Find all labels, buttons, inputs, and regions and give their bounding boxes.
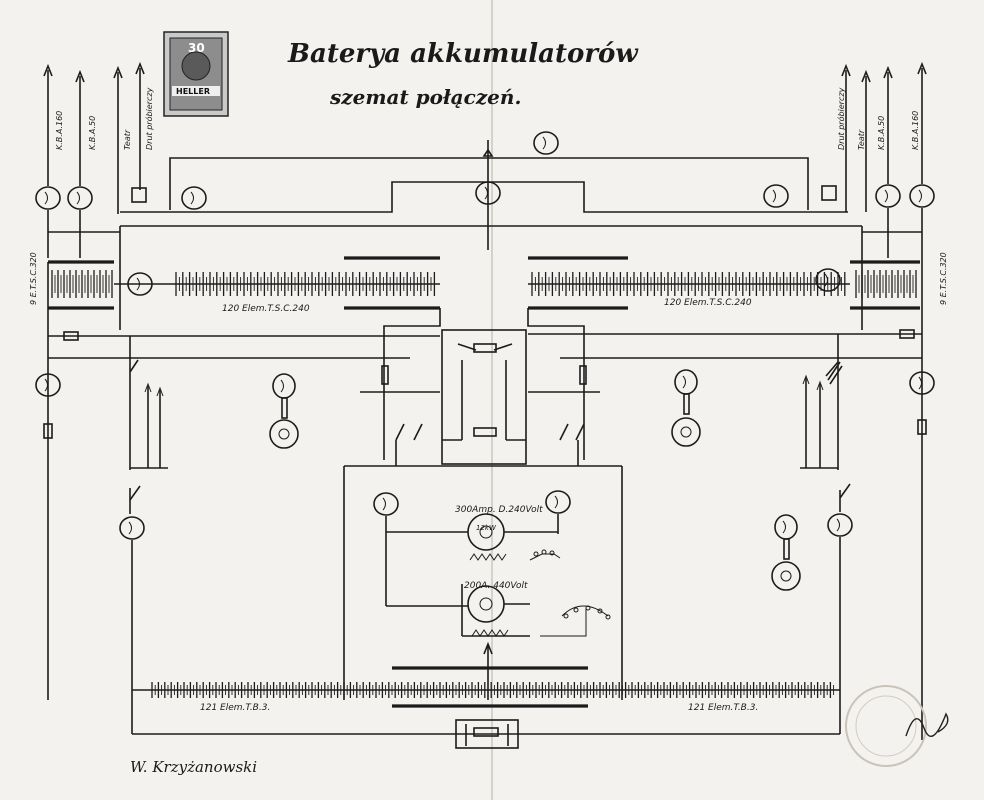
right-feeders: [821, 61, 927, 258]
upper-battery-cells: [51, 270, 917, 298]
stamp-currency: HELLER: [176, 87, 210, 96]
left-label-drut: Drut próbierczy: [144, 87, 154, 150]
left-label-kba160: K.B.A.160: [55, 111, 64, 150]
dial-instrument: [771, 514, 801, 591]
right-switch-group: [800, 334, 851, 512]
meter-icon: [763, 184, 789, 208]
fuse: [43, 423, 53, 439]
meter-icon: [119, 516, 145, 540]
meter-icon: [875, 184, 901, 208]
bottom-switch-block: [455, 719, 519, 749]
fuse: [917, 419, 927, 435]
dial-instrument: [269, 373, 299, 449]
meter-icon: [67, 186, 93, 210]
right-label-teatr: Teatr: [857, 129, 866, 150]
meter-icon: [181, 186, 207, 210]
lower-battery-cells: [151, 682, 835, 698]
top-meters: [35, 131, 935, 210]
meter-icon: [533, 131, 559, 155]
stamp-value: 30: [188, 41, 205, 55]
meter-icon: [827, 513, 853, 537]
meter-icon: [545, 490, 571, 514]
machine-label-2: 200A. 440Volt: [464, 581, 528, 591]
battery-label-upper-left: 120 Elem.T.S.C.240: [222, 304, 310, 314]
upper-battery-bars: [48, 256, 920, 310]
machine-label-1: 300Amp. D.240Volt: [455, 505, 543, 515]
right-label-drut: Drut próbierczy: [836, 87, 846, 150]
meter-icon: [475, 181, 501, 205]
signature: W. Krzyżanowski: [130, 758, 257, 776]
official-seal: [845, 685, 927, 767]
inspector-mark: [905, 712, 949, 738]
main-buses: [47, 226, 923, 740]
right-label-kba160: K.B.A.160: [911, 111, 920, 150]
rheostat: [529, 549, 611, 637]
meter-icon: [35, 373, 61, 397]
battery-label-lower-right: 121 Elem.T.B.3.: [688, 703, 758, 713]
left-label-tsc: 9 E.T.S.C.320: [29, 252, 38, 305]
battery-label-upper-right: 120 Elem.T.S.C.240: [664, 298, 752, 308]
right-label-tsc: 9 E.T.S.C.320: [939, 252, 948, 305]
central-switchboard: [343, 308, 623, 700]
meter-icon: [373, 492, 399, 516]
left-label-teatr: Teatr: [123, 129, 132, 150]
meter-icon: [35, 186, 61, 210]
meter-icon: [909, 371, 935, 395]
meter-icon: [815, 268, 841, 292]
left-switch-group: [129, 336, 168, 514]
tax-stamp: 30 HELLER: [163, 31, 229, 117]
meter-icon: [127, 272, 153, 296]
meter-icon: [909, 184, 935, 208]
machine-rating-1: 12kW: [476, 524, 497, 532]
battery-label-lower-left: 121 Elem.T.B.3.: [200, 703, 270, 713]
title-line1: Baterya akkumulatorów: [287, 39, 639, 69]
left-label-kba50: K.B.A.50: [88, 116, 97, 150]
dynamo-machine-2: [386, 584, 530, 637]
title-line2: szemat połączeń.: [329, 85, 521, 109]
dynamo-machine-1: [386, 513, 558, 561]
left-feeders: [43, 61, 147, 258]
dial-instrument: [671, 369, 701, 447]
right-label-kba50: K.B.A.50: [877, 116, 886, 150]
